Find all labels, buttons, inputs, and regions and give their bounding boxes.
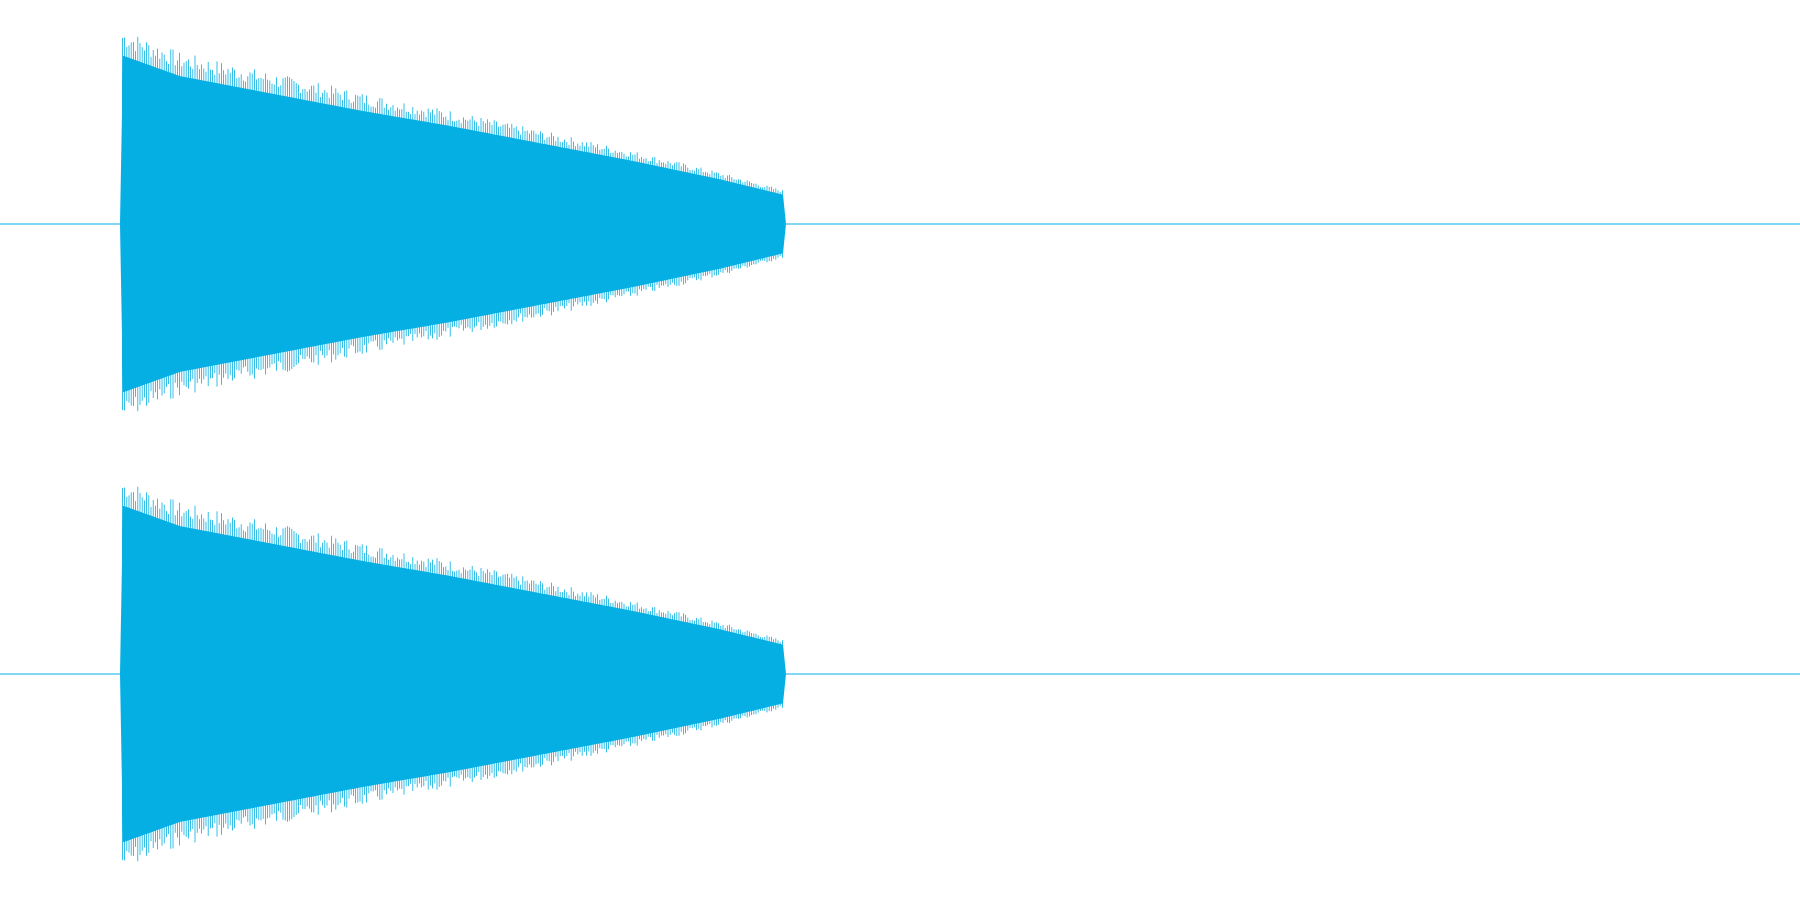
channel-1-spikes [122, 36, 783, 412]
channel-2-track [0, 486, 1800, 862]
channel-2-spikes [122, 486, 783, 862]
channel-1-track [0, 36, 1800, 412]
